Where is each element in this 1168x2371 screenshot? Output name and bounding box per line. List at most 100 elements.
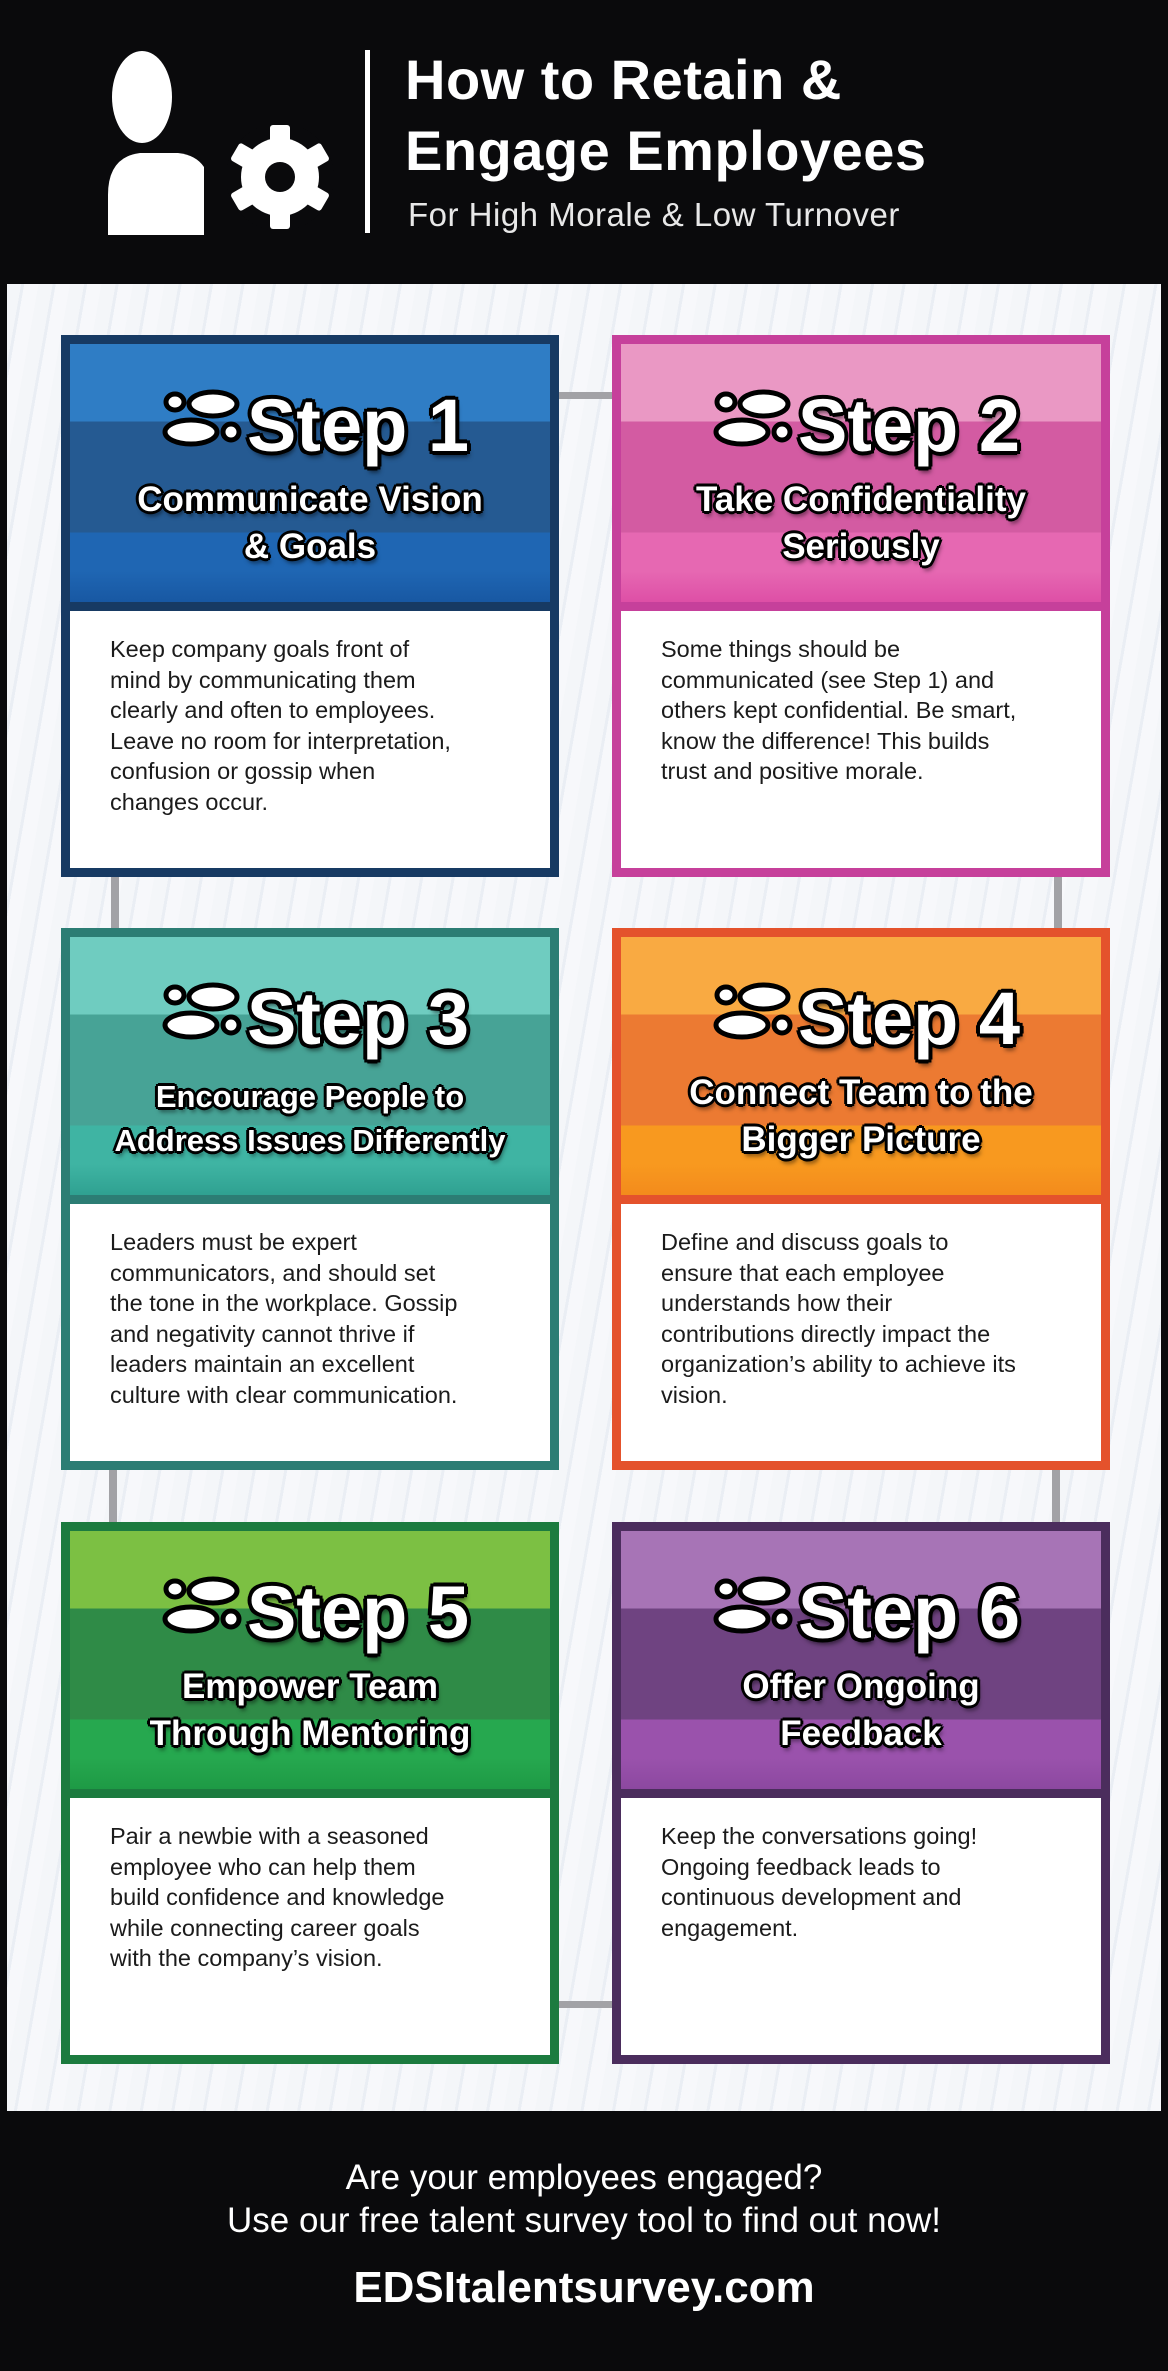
step-description-line: vision. xyxy=(661,1381,728,1408)
footsteps-icon xyxy=(702,980,794,1042)
step-description-line: know the difference! This builds xyxy=(661,727,990,754)
step-heading: Step 5 xyxy=(70,1571,550,1655)
step-description-line: communicators, and should set xyxy=(110,1259,436,1286)
title-line-2: Engage Employees xyxy=(405,119,927,182)
step-description-line: understands how their xyxy=(661,1290,893,1316)
step-description-line: continuous development and xyxy=(661,1884,962,1910)
footsteps-icon xyxy=(702,1574,794,1636)
step-label: Step 1 xyxy=(246,384,470,467)
step-description: Keep company goals front of mind by commu… xyxy=(110,634,530,817)
step-description: Keep the conversations going! Ongoing fee… xyxy=(661,1821,1081,1943)
step-description-line: Define and discuss goals to xyxy=(661,1229,949,1255)
footer-question: Are your employees engaged? xyxy=(345,2158,823,2197)
connector xyxy=(559,392,612,399)
step-heading: Step 3 xyxy=(70,977,550,1061)
step-title-line: Seriously xyxy=(782,527,940,566)
step-description: Some things should be communicated (see S… xyxy=(661,634,1081,787)
step-description-line: others kept confidential. Be smart, xyxy=(661,697,1017,723)
step-description-line: Leaders must be expert xyxy=(110,1229,357,1255)
connector xyxy=(1052,1468,1060,1522)
step-card-3: Step 3 Encourage People to Address Issues … xyxy=(61,928,559,1470)
step-title-line: Encourage People to xyxy=(155,1079,465,1114)
footsteps-icon xyxy=(702,387,794,449)
step-description-line: Some things should be xyxy=(661,636,901,662)
connector xyxy=(109,1468,117,1522)
step-title-line: Communicate Vision xyxy=(137,480,483,519)
connector xyxy=(111,877,119,928)
connector xyxy=(559,2001,612,2008)
step-title-line: Connect Team to the xyxy=(689,1073,1033,1112)
page-title: How to Retain & Engage Employees xyxy=(405,44,927,186)
step-description-line: confusion or gossip when xyxy=(110,758,376,784)
step-title-line: Through Mentoring xyxy=(149,1714,471,1753)
step-title: Encourage People to Address Issues Differ… xyxy=(70,1075,550,1163)
title-line-1: How to Retain & xyxy=(405,48,842,111)
step-label: Step 6 xyxy=(797,1571,1021,1654)
connector xyxy=(1054,877,1062,928)
step-title-line: Feedback xyxy=(780,1714,942,1753)
step-description-line: contributions directly impact the xyxy=(661,1320,991,1347)
step-description-line: communicated (see Step 1) and xyxy=(661,666,995,693)
footer-cta: Use our free talent survey tool to find … xyxy=(227,2201,941,2240)
step-description-line: and negativity cannot thrive if xyxy=(110,1320,415,1347)
survey-link[interactable]: EDSItalentsurvey.com xyxy=(353,2263,815,2312)
step-title-line: Take Confidentiality xyxy=(696,480,1026,519)
step-description-line: mind by communicating them xyxy=(110,666,416,693)
step-description-line: changes occur. xyxy=(110,788,269,815)
step-header: Step 1 Communicate Vision & Goals xyxy=(70,344,550,611)
step-title: Communicate Vision & Goals xyxy=(70,476,550,570)
header-divider xyxy=(365,50,370,233)
step-title-line: Offer Ongoing xyxy=(742,1667,980,1706)
footsteps-icon xyxy=(151,387,243,449)
step-heading: Step 1 xyxy=(70,384,550,468)
step-description-line: with the company’s vision. xyxy=(110,1945,383,1971)
step-heading: Step 4 xyxy=(621,977,1101,1061)
step-header: Step 3 Encourage People to Address Issues … xyxy=(70,937,550,1204)
step-description-line: the tone in the workplace. Gossip xyxy=(110,1290,458,1316)
step-description-line: Keep the conversations going! xyxy=(661,1823,978,1849)
step-description-line: ensure that each employee xyxy=(661,1259,945,1286)
step-description: Leaders must be expert communicators, and… xyxy=(110,1227,530,1410)
step-title-line: & Goals xyxy=(243,527,377,566)
step-title-line: Address Issues Differently xyxy=(114,1123,506,1158)
step-title-line: Empower Team xyxy=(181,1667,439,1706)
step-description-line: Leave no room for interpretation, xyxy=(110,727,451,754)
step-description-line: engagement. xyxy=(661,1914,799,1941)
step-description-line: build confidence and knowledge xyxy=(110,1884,445,1910)
step-title-line: Bigger Picture xyxy=(741,1120,981,1159)
step-description-line: culture with clear communication. xyxy=(110,1381,458,1408)
step-description-line: while connecting career goals xyxy=(110,1914,420,1941)
step-label: Step 3 xyxy=(246,977,470,1060)
step-description-line: Keep company goals front of xyxy=(110,636,410,662)
step-description-line: organization’s ability to achieve its xyxy=(661,1351,1016,1377)
person-gear-icon xyxy=(108,51,334,235)
step-heading: Step 6 xyxy=(621,1571,1101,1655)
step-label: Step 5 xyxy=(246,1571,470,1654)
footsteps-icon xyxy=(151,980,243,1042)
step-description: Define and discuss goals to ensure that e… xyxy=(661,1227,1081,1410)
step-heading: Step 2 xyxy=(621,384,1101,468)
step-description-line: trust and positive morale. xyxy=(661,758,924,784)
page-subtitle: For High Morale & Low Turnover xyxy=(408,196,900,233)
step-description-line: employee who can help them xyxy=(110,1853,416,1880)
step-description-line: Ongoing feedback leads to xyxy=(661,1853,941,1880)
step-label: Step 2 xyxy=(797,384,1021,467)
step-description-line: leaders maintain an excellent xyxy=(110,1351,415,1377)
step-label: Step 4 xyxy=(797,977,1021,1060)
footsteps-icon xyxy=(151,1574,243,1636)
header: How to Retain & Engage Employees For Hig… xyxy=(0,0,1168,283)
